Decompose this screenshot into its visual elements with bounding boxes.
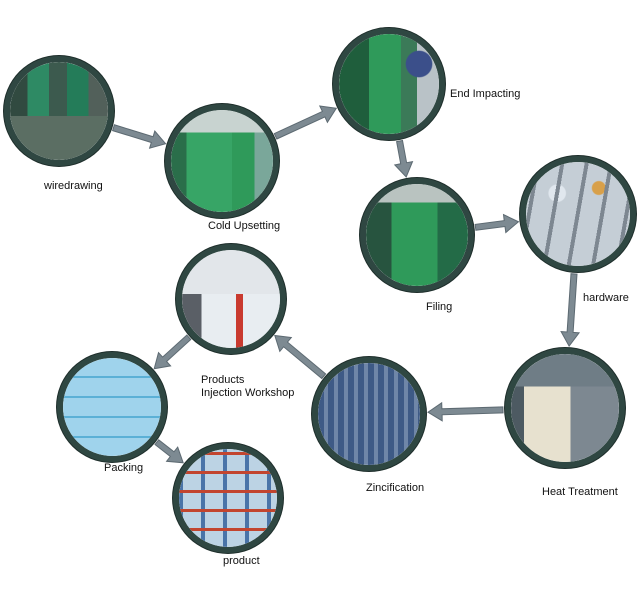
label-hardware: hardware bbox=[583, 292, 629, 304]
label-zincification: Zincification bbox=[366, 482, 425, 494]
arrow-injection-workshop-to-packing bbox=[153, 334, 192, 370]
packing-photo bbox=[57, 352, 167, 462]
furnace-hall-image bbox=[511, 354, 619, 462]
arrow-heat-treatment-to-zincification bbox=[427, 401, 504, 422]
filing-machine-image bbox=[366, 184, 468, 286]
injection-workshop-photo bbox=[176, 244, 286, 354]
label-injection-line2: Injection Workshop bbox=[201, 387, 295, 399]
arrow-zincification-to-injection-workshop bbox=[274, 334, 327, 380]
heat-treatment-photo bbox=[505, 348, 625, 468]
label-injection-line1: Products bbox=[201, 374, 245, 386]
label-wiredrawing: wiredrawing bbox=[44, 180, 103, 192]
arrow-wiredrawing-to-cold-upsetting bbox=[111, 124, 167, 149]
arrow-cold-upsetting-to-end-impacting bbox=[273, 105, 338, 140]
label-filing: Filing bbox=[426, 301, 453, 313]
arrow-end-impacting-to-filing bbox=[393, 139, 414, 178]
plating-line-image bbox=[318, 363, 420, 465]
green-machine-operator-image bbox=[339, 34, 439, 134]
label-injection-workshop: Products Injection Workshop bbox=[201, 374, 294, 400]
wiredrawing-photo bbox=[4, 56, 114, 166]
arrow-filing-to-hardware bbox=[474, 213, 520, 234]
zincification-photo bbox=[312, 357, 426, 471]
green-machine-image bbox=[171, 110, 273, 212]
filing-photo bbox=[360, 178, 474, 292]
product-photo bbox=[173, 443, 283, 553]
boxes-image bbox=[63, 358, 161, 456]
hardware-photo bbox=[520, 156, 636, 272]
arrow-hardware-to-heat-treatment bbox=[560, 273, 581, 348]
label-packing: Packing bbox=[104, 462, 144, 474]
label-cold-upsetting: Cold Upsetting bbox=[208, 220, 281, 232]
metal-parts-image bbox=[526, 162, 630, 266]
machine-room-image bbox=[10, 62, 108, 160]
end-impacting-photo bbox=[333, 28, 445, 140]
injection-machine-image bbox=[182, 250, 280, 348]
label-product: product bbox=[223, 555, 260, 567]
warehouse-racks-image bbox=[179, 449, 277, 547]
arrow-packing-to-product bbox=[154, 439, 184, 464]
label-heat-treatment: Heat Treatment bbox=[542, 486, 618, 498]
cold-upsetting-photo bbox=[165, 104, 279, 218]
label-end-impacting: End Impacting bbox=[450, 88, 521, 100]
